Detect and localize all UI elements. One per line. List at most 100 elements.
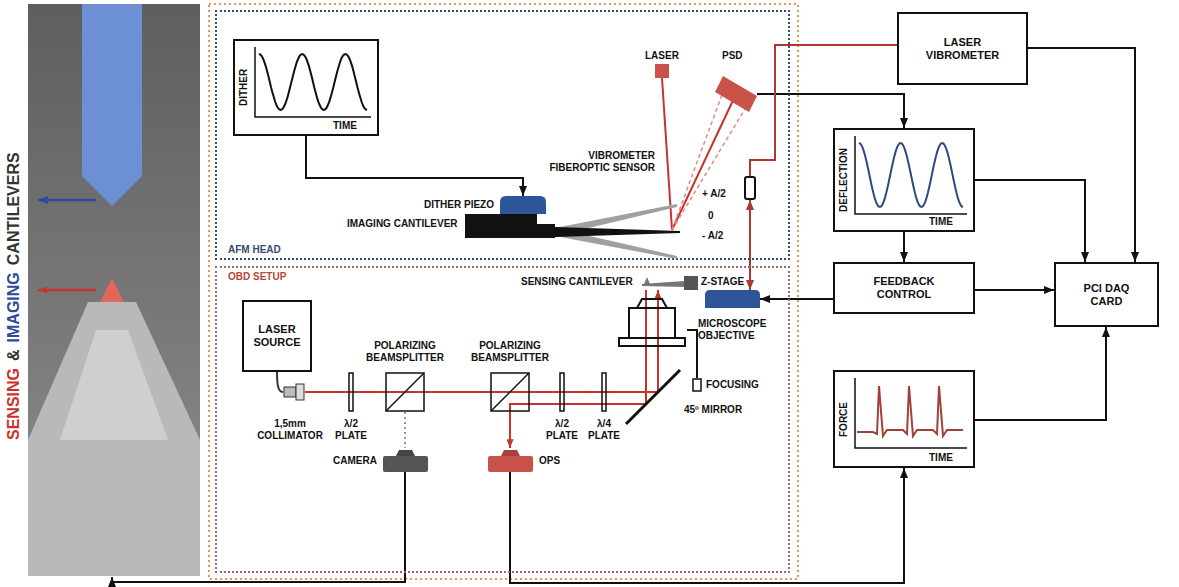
graphic-line	[386, 373, 424, 411]
waveplate: λ/4 PLATE	[601, 372, 607, 412]
collimator: 1,5mm COLLIMATOR	[283, 383, 305, 401]
axis-title: DITHER	[238, 69, 250, 106]
process-box: LASER VIBROMETER	[897, 12, 1028, 85]
imaging-cantilever-shape	[465, 214, 680, 238]
part-label: VIBROMETER FIBEROPTIC SENSOR	[540, 150, 655, 174]
ops-detector: OPS	[488, 450, 533, 472]
deflection-plot: DEFLECTION TIME	[833, 128, 975, 232]
graphic-path	[859, 143, 963, 207]
z-stage-shape	[705, 290, 760, 308]
label-holder: VIBROMETER FIBEROPTIC SENSOR	[540, 150, 655, 174]
label-holder: POLARIZING BEAMSPLITTER	[361, 340, 449, 364]
graphic-rect	[560, 373, 564, 411]
graphic-line	[305, 391, 658, 393]
connector	[1028, 48, 1135, 262]
graphic-path	[644, 277, 650, 284]
graphic-line	[672, 94, 736, 230]
obd-setup-region: OBD SETUPSENSING CANTILEVERZ-STAGEMICROS…	[215, 266, 790, 573]
sensing-cantilever-shape	[640, 274, 698, 290]
psd-detector: PSD	[715, 76, 757, 112]
connector	[306, 136, 523, 196]
focusing-knob: FOCUSING	[692, 378, 702, 392]
label-holder: 1,5mm COLLIMATOR	[254, 418, 326, 442]
graphic-rect	[383, 456, 428, 472]
graphic-line	[491, 373, 529, 411]
label-holder: SENSING CANTILEVER	[521, 276, 633, 288]
label-holder: DITHER PIEZO	[424, 199, 494, 211]
region-title: AFM HEAD	[228, 244, 281, 256]
axis-title: DEFLECTION	[838, 148, 850, 212]
waveplate-shape	[601, 372, 607, 412]
part-label: Z-STAGE	[701, 276, 744, 288]
graphic-rect	[684, 276, 698, 290]
waveplate-shape	[559, 372, 565, 412]
dither-plot: DITHER TIME	[233, 39, 379, 136]
connector	[510, 468, 904, 583]
sem-image	[28, 4, 200, 576]
part-label: DITHER PIEZO	[424, 199, 494, 211]
part-label: CAMERA	[333, 455, 377, 467]
box-text: LASER SOURCE	[247, 323, 307, 349]
graphic-path	[501, 450, 520, 456]
label-holder: 0	[708, 210, 714, 222]
label-holder: TIME	[333, 120, 357, 132]
camera-shape	[383, 450, 428, 472]
ops-detector-shape	[488, 450, 533, 472]
label-holder: FOCUSING	[706, 379, 759, 391]
caption-word: &	[4, 349, 23, 361]
force-plot-shape	[833, 370, 975, 468]
label-holder: FORCE	[838, 402, 850, 437]
box-text: LASER VIBROMETER	[918, 36, 1008, 62]
label-holder: AFM HEAD	[228, 244, 281, 256]
part-label: POLARIZING BEAMSPLITTER	[361, 340, 449, 364]
connector	[749, 200, 751, 290]
label-holder: POLARIZING BEAMSPLITTER	[466, 340, 554, 364]
mirror: 45º MIRROR	[626, 370, 680, 424]
camera: CAMERA	[383, 450, 428, 472]
label-holder: LASER	[645, 50, 679, 62]
label-holder: DEFLECTION	[838, 148, 850, 212]
label-holder: DITHER	[238, 69, 250, 106]
label-holder: TIME	[929, 452, 953, 464]
waveplate: λ/2 PLATE	[348, 372, 354, 412]
part-label: λ/4 PLATE	[585, 418, 623, 442]
label-holder: CAMERA	[333, 455, 377, 467]
label-holder: OBD SETUP	[228, 271, 286, 283]
graphic-rect	[693, 379, 701, 391]
graphic-rect	[488, 456, 533, 472]
graphic-path	[500, 196, 546, 214]
axis-label: TIME	[929, 216, 953, 228]
box-text: PCI DAQ CARD	[1077, 282, 1137, 308]
connector	[687, 330, 697, 378]
part-label: OPS	[539, 455, 560, 467]
imaging-cantilever: IMAGING CANTILEVER	[465, 214, 680, 238]
label-holder: + A/2	[702, 188, 726, 200]
graphic-rect	[655, 64, 669, 78]
part-label: IMAGING CANTILEVER	[347, 218, 458, 230]
caption-word: SENSING	[4, 368, 23, 440]
deflected-beams	[672, 84, 748, 230]
waveplate-shape	[348, 372, 354, 412]
laser-emitter: LASER	[655, 64, 669, 78]
graphic-path	[555, 227, 680, 237]
caption-word: CANTILEVERS	[4, 152, 23, 265]
graphic-path	[465, 214, 555, 238]
fiber-sensor-shape	[744, 176, 756, 200]
process-box: LASER SOURCE	[242, 300, 312, 372]
graphic-path	[705, 290, 760, 308]
box-text: FEEDBACK CONTROL	[859, 275, 949, 301]
beamsplitter-shape	[490, 372, 530, 412]
label-holder: λ/2 PLATE	[331, 418, 371, 442]
graphic-rect	[386, 373, 424, 411]
caption-word: IMAGING	[4, 272, 23, 342]
sensing-cantilever: SENSING CANTILEVER	[640, 274, 698, 290]
label-holder: IMAGING CANTILEVER	[347, 218, 458, 230]
axis-title: FORCE	[838, 402, 850, 437]
connector	[760, 298, 833, 300]
label-holder: - A/2	[702, 230, 723, 242]
imaging-cantilever-image	[82, 4, 142, 206]
psd-detector-shape	[715, 76, 757, 112]
camera-wire	[112, 472, 405, 582]
beamsplitter: POLARIZING BEAMSPLITTER	[490, 372, 530, 412]
